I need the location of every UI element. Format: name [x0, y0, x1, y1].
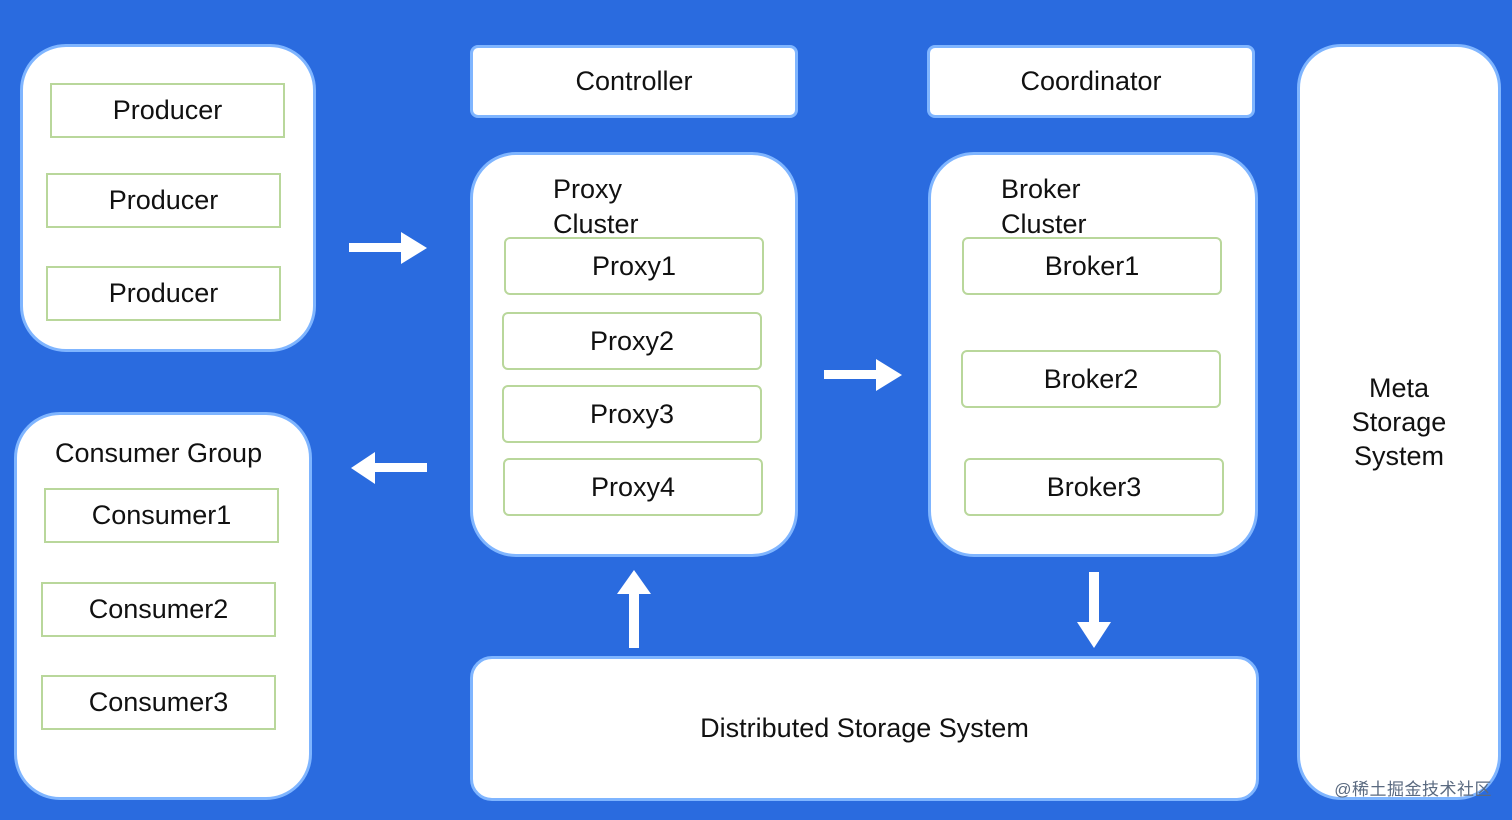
- consumer-group-title: Consumer Group: [55, 438, 263, 468]
- proxy-box-2: Proxy2: [502, 312, 762, 370]
- watermark-text: @稀土掘金技术社区: [1334, 780, 1492, 799]
- arrow-broker-to-storage: [1077, 572, 1111, 648]
- broker-cluster-title: Broker Cluster: [1001, 172, 1087, 242]
- meta-storage-line3: System: [1353, 441, 1445, 471]
- broker-box-2: Broker2: [961, 350, 1221, 408]
- meta-storage-line1: Meta: [1368, 373, 1430, 403]
- proxy-cluster-title-line2: Cluster: [553, 209, 639, 239]
- proxy-box-3: Proxy3: [502, 385, 762, 443]
- producer-box-1: Producer: [50, 83, 285, 138]
- controller-box: Controller: [470, 45, 798, 118]
- producer-box-2: Producer: [46, 173, 281, 228]
- distributed-storage-panel: Distributed Storage System: [470, 656, 1259, 801]
- broker-cluster-title-line1: Broker: [1001, 174, 1081, 204]
- arrow-proxy-to-consumers: [351, 452, 427, 484]
- coordinator-box: Coordinator: [927, 45, 1255, 118]
- arrow-proxy-to-broker: [824, 359, 902, 391]
- controller-label: Controller: [575, 66, 693, 96]
- meta-storage-panel: Meta Storage System: [1297, 44, 1501, 800]
- broker-box-1: Broker1: [962, 237, 1222, 295]
- coordinator-label: Coordinator: [1020, 66, 1162, 96]
- broker-box-3: Broker3: [964, 458, 1224, 516]
- proxy-box-1: Proxy1: [504, 237, 764, 295]
- consumer-box-1: Consumer1: [44, 488, 279, 543]
- consumer-box-2: Consumer2: [41, 582, 276, 637]
- arrow-storage-to-proxy: [617, 570, 651, 648]
- distributed-storage-label: Distributed Storage System: [700, 713, 1029, 743]
- meta-storage-line2: Storage: [1351, 407, 1447, 437]
- consumer-box-3: Consumer3: [41, 675, 276, 730]
- producer-box-3: Producer: [46, 266, 281, 321]
- arrow-producers-to-proxy: [349, 232, 427, 264]
- proxy-cluster-title: Proxy Cluster: [553, 172, 639, 242]
- proxy-cluster-title-line1: Proxy: [553, 174, 623, 204]
- proxy-box-4: Proxy4: [503, 458, 763, 516]
- broker-cluster-title-line2: Cluster: [1001, 209, 1087, 239]
